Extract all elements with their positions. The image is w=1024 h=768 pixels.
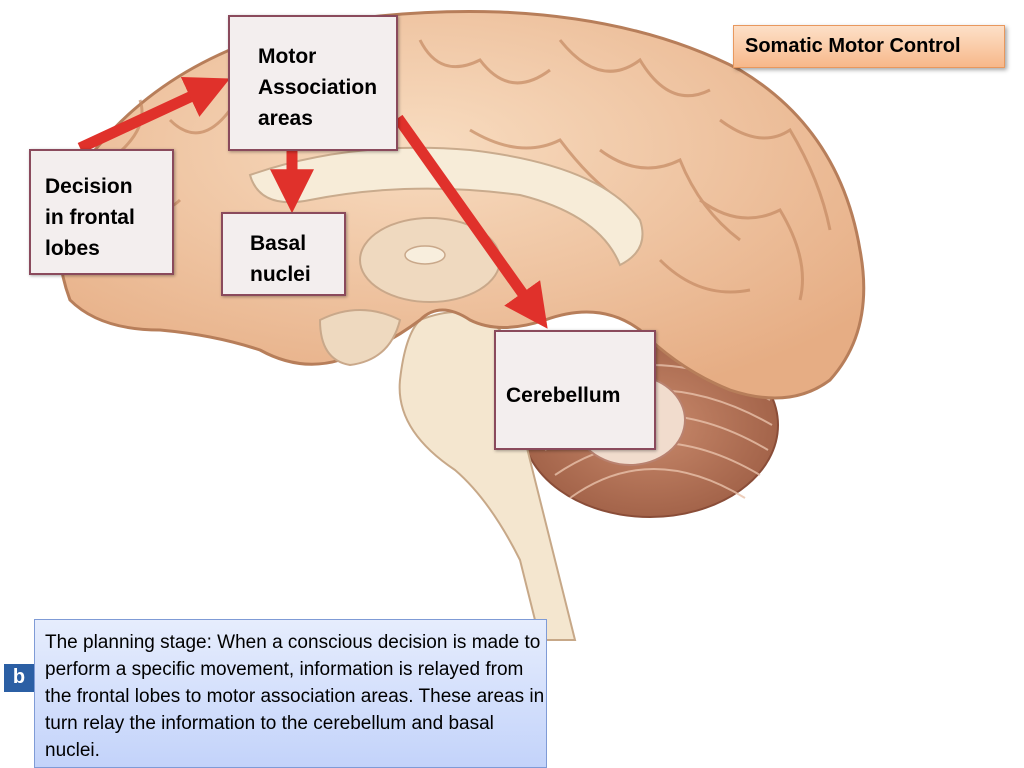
- caption-text: The planning stage: When a conscious dec…: [34, 619, 547, 768]
- pathway-arrows: [77, 77, 548, 329]
- brainstem-shape: [398, 311, 577, 641]
- slide-title: Somatic Motor Control: [733, 25, 1005, 68]
- decision-frontal-lobes-label: Decision in frontal lobes: [29, 149, 174, 275]
- basal-nuclei-label: Basal nuclei: [221, 212, 346, 296]
- corpus-callosum-shape: [248, 146, 644, 267]
- cerebellum-label: Cerebellum: [494, 330, 656, 450]
- motor-association-label: Motor Association areas: [228, 15, 398, 151]
- figure-badge: b: [4, 664, 34, 692]
- arrow-motor-to-cerebellum: [393, 114, 548, 329]
- arrow-decision-to-motor: [77, 77, 230, 153]
